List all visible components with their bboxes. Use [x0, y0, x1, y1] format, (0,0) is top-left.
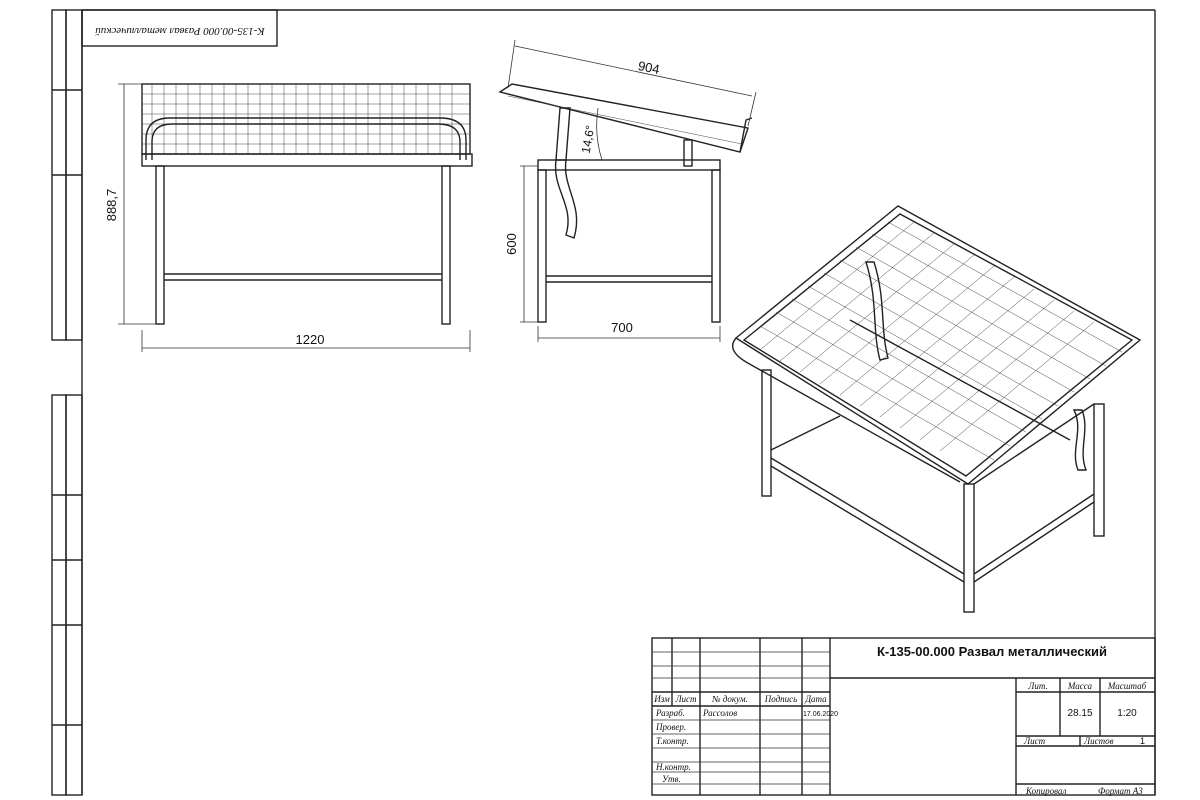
header-doc: № докум.	[711, 694, 748, 704]
mass-value: 28.15	[1067, 708, 1092, 719]
format-label: Формат А3	[1098, 786, 1143, 796]
row-label: Утв.	[662, 774, 681, 784]
mass-label: Масса	[1067, 681, 1093, 691]
row-label: Разраб.	[655, 708, 685, 718]
dim-width-label: 1220	[296, 332, 325, 347]
sheets-value: 1	[1140, 736, 1145, 746]
header-list: Лист	[674, 694, 697, 704]
dim-base-label: 700	[611, 320, 633, 335]
drawing-title: К-135-00.000 Развал металлический	[877, 644, 1107, 659]
front-view	[118, 83, 473, 352]
dim-height-label: 888,7	[104, 189, 119, 222]
header-date: Дата	[804, 694, 827, 704]
header-izm: Изм	[653, 694, 670, 704]
header-sign: Подпись	[764, 694, 798, 704]
row-label: Т.контр.	[656, 736, 689, 746]
lit-label: Лит.	[1027, 681, 1047, 691]
row-date: 17.06.2020	[803, 711, 838, 718]
dim-angle-label: 14,6°	[579, 124, 598, 154]
row-name: Рассолов	[702, 708, 737, 718]
sheet-frame	[51, 9, 1156, 796]
title-block	[651, 637, 1156, 796]
scale-value: 1:20	[1117, 708, 1137, 719]
copied-label: Копировал	[1025, 786, 1066, 796]
side-view	[498, 39, 757, 342]
sheets-label: Листов	[1083, 736, 1114, 746]
dim-leg-height-label: 600	[504, 233, 519, 255]
row-label: Н.контр.	[655, 762, 691, 772]
scale-label: Масштаб	[1107, 681, 1147, 691]
dim-depth-label: 904	[637, 58, 661, 77]
sheet-label: Лист	[1023, 736, 1046, 746]
row-label: Провер.	[655, 722, 686, 732]
isometric-view	[732, 205, 1142, 613]
rotated-stamp-text: К-135-00.000 Развал металлический	[95, 25, 266, 37]
